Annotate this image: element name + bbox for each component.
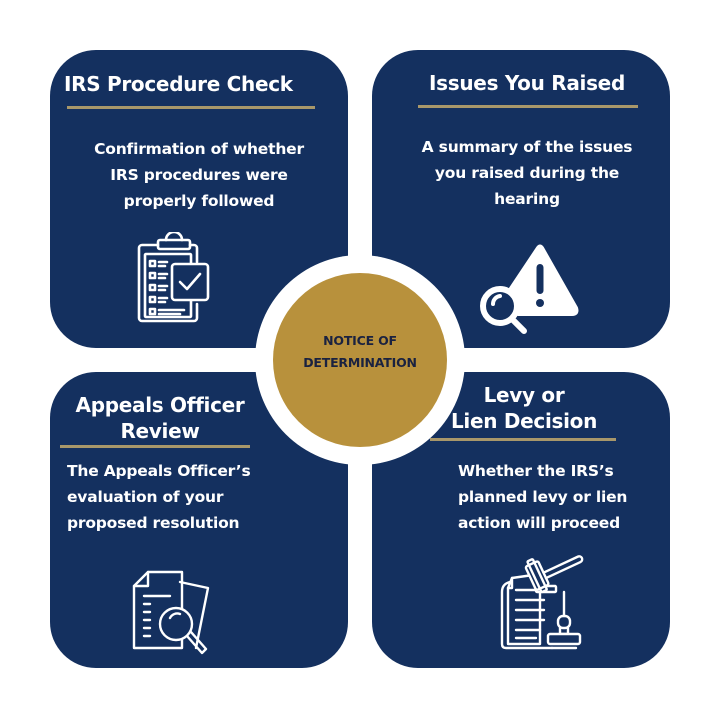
- panel-title: Levy or Lien Decision: [434, 382, 614, 434]
- panel-description: A summary of the issues you raised durin…: [372, 134, 682, 212]
- description-line: hearing: [494, 190, 560, 208]
- gavel-document-stamp-icon: [492, 544, 590, 654]
- title-divider: [418, 105, 638, 108]
- center-label: NOTICE OF DETERMINATION: [303, 330, 417, 374]
- panel-issues-you-raised: Issues You Raised A summary of the issue…: [372, 50, 670, 348]
- title-line: Levy or: [483, 383, 565, 407]
- panel-title: Appeals Officer Review: [50, 392, 270, 444]
- panel-description: The Appeals Officer’s evaluation of your…: [67, 458, 327, 536]
- document-magnifier-icon: [130, 568, 226, 660]
- center-label-line: DETERMINATION: [303, 355, 417, 370]
- title-line: IRS Procedure Check: [64, 72, 293, 96]
- center-label-line: NOTICE OF: [323, 333, 397, 348]
- description-line: evaluation of your: [67, 488, 224, 506]
- panel-appeals-officer-review: Appeals Officer Review The Appeals Offic…: [50, 372, 348, 668]
- panel-title: Issues You Raised: [372, 71, 682, 95]
- title-divider: [67, 106, 315, 109]
- description-line: action will proceed: [458, 514, 621, 532]
- title-divider: [60, 445, 250, 448]
- description-line: proposed resolution: [67, 514, 240, 532]
- clipboard-checklist-icon: [136, 232, 212, 324]
- title-line: Appeals Officer: [75, 393, 245, 417]
- title-line: Issues You Raised: [429, 71, 625, 95]
- center-badge: NOTICE OF DETERMINATION: [273, 273, 447, 447]
- panel-description: Confirmation of whether IRS procedures w…: [50, 136, 348, 214]
- panel-description: Whether the IRS’s planned levy or lien a…: [458, 458, 670, 536]
- description-line: Whether the IRS’s: [458, 462, 614, 480]
- description-line: planned levy or lien: [458, 488, 628, 506]
- warning-magnifier-icon: [472, 242, 580, 334]
- title-line: Lien Decision: [450, 409, 598, 433]
- description-line: properly followed: [123, 192, 275, 210]
- panel-title: IRS Procedure Check: [64, 72, 334, 96]
- description-line: you raised during the: [434, 164, 620, 182]
- description-line: A summary of the issues: [421, 138, 633, 156]
- title-line: Review: [120, 419, 200, 443]
- description-line: IRS procedures were: [110, 166, 288, 184]
- panel-irs-procedure-check: IRS Procedure Check Confirmation of whet…: [50, 50, 348, 348]
- description-line: The Appeals Officer’s: [67, 462, 251, 480]
- title-divider: [430, 438, 616, 441]
- description-line: Confirmation of whether: [94, 140, 304, 158]
